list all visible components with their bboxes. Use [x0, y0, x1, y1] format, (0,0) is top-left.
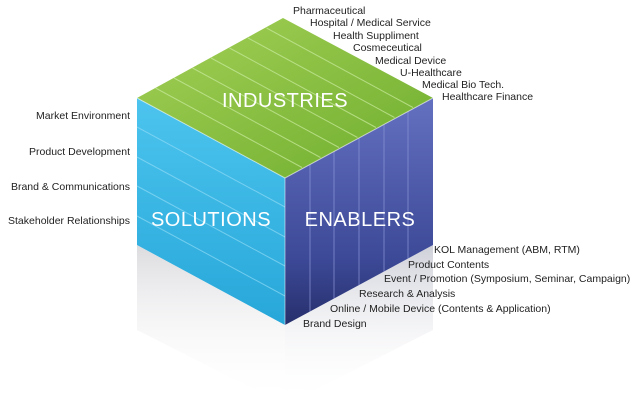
solutions-title: SOLUTIONS: [151, 209, 271, 231]
enablers-title: ENABLERS: [305, 209, 416, 231]
industry-item: Hospital / Medical Service: [310, 17, 431, 29]
solutions-face: [137, 98, 285, 325]
cube-top-left-edge: [136, 97, 286, 179]
enablers-face-stripes: [309, 111, 409, 312]
enabler-item: Event / Promotion (Symposium, Seminar, C…: [384, 273, 631, 285]
enabler-item: Research & Analysis: [359, 288, 456, 300]
industry-item: Medical Bio Tech.: [422, 79, 505, 91]
industry-item: Health Suppliment: [333, 30, 419, 42]
solution-item: Market Environment: [36, 110, 130, 122]
industry-item: Cosmeceutical: [353, 42, 422, 54]
solution-item: Product Development: [29, 146, 130, 158]
industry-item: Medical Device: [375, 55, 447, 67]
cube-reflection-left: [137, 245, 285, 405]
industries-face-stripes: [155, 27, 414, 168]
industry-item: U-Healthcare: [400, 67, 462, 79]
solution-item: Stakeholder Relationships: [8, 215, 130, 227]
enabler-item: Product Contents: [408, 259, 490, 271]
solution-item: Brand & Communications: [10, 181, 130, 193]
enabler-item: KOL Management (ABM, RTM): [434, 244, 580, 256]
industries-title: INDUSTRIES: [222, 90, 348, 112]
enabler-item: Brand Design: [303, 318, 367, 330]
industry-item: Healthcare Finance: [442, 91, 534, 103]
industry-item: Pharmaceutical: [293, 5, 366, 17]
cube-top-right-edge: [284, 97, 434, 179]
solutions-face-stripes: [136, 126, 286, 297]
cube-reflection-right: [285, 245, 433, 405]
enabler-item: Online / Mobile Device (Contents & Appli…: [330, 303, 551, 315]
